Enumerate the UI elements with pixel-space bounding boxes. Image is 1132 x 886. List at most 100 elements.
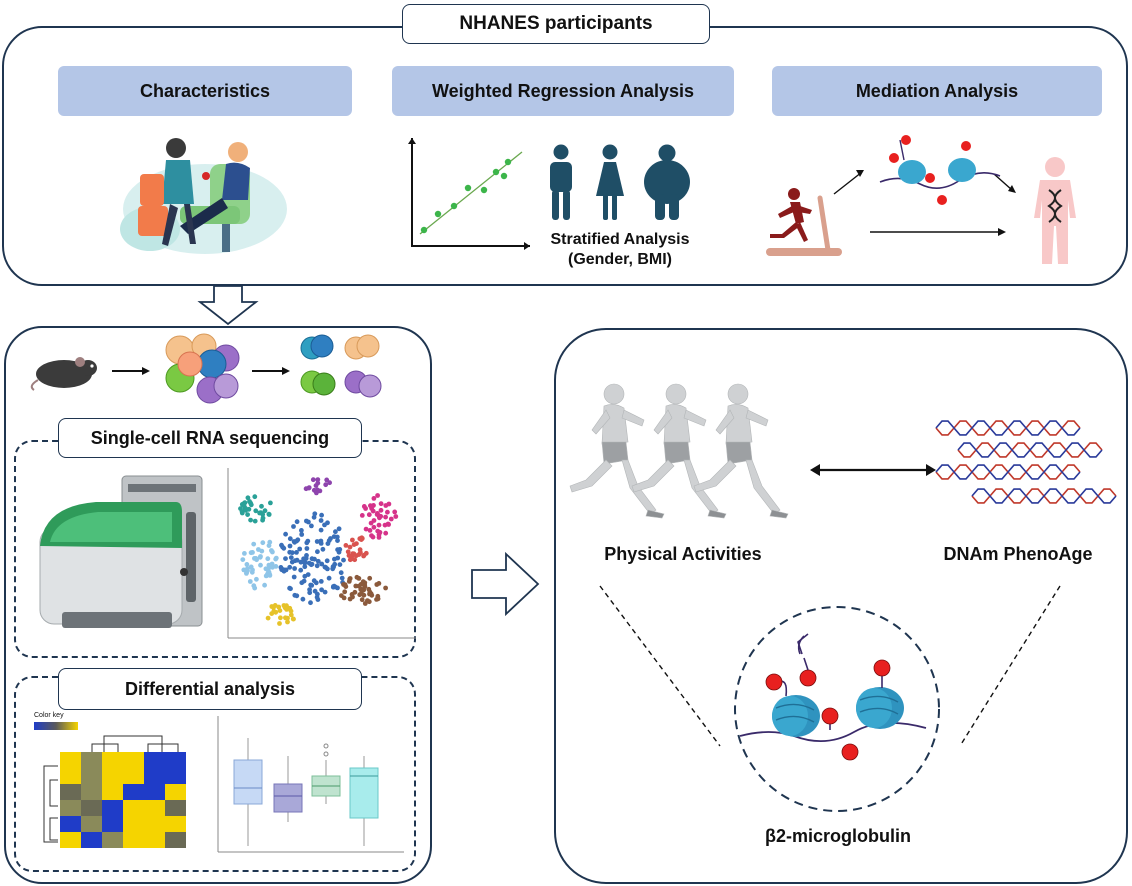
- tsne-dot: [265, 556, 271, 562]
- characteristics-pill: Characteristics: [58, 66, 352, 116]
- tsne-dot: [277, 621, 282, 626]
- tsne-dot: [319, 561, 325, 567]
- heatmap-cell: [165, 816, 186, 832]
- tsne-dot: [283, 531, 288, 537]
- tsne-dot: [251, 583, 257, 589]
- tsne-dot: [376, 513, 382, 519]
- tsne-dot: [263, 566, 269, 572]
- heatmap-cell: [81, 768, 102, 784]
- heatmap-cell: [102, 816, 123, 832]
- tsne-dot: [251, 541, 257, 547]
- runners-illustration: [569, 383, 789, 519]
- tsne-dot: [361, 504, 367, 509]
- tsne-dot: [262, 508, 268, 514]
- tsne-dot: [326, 575, 332, 581]
- scrna-title-box: Single-cell RNA sequencing: [58, 418, 362, 458]
- mixed-cells-cluster: [165, 333, 240, 404]
- tsne-dot: [248, 550, 254, 556]
- tsne-dot: [366, 586, 372, 592]
- b2m-label: β2-microglobulin: [765, 826, 911, 846]
- tsne-dot: [335, 555, 341, 561]
- tsne-dot: [331, 534, 337, 539]
- regression-label: Weighted Regression Analysis: [431, 80, 695, 101]
- tsne-dot: [308, 600, 313, 606]
- tsne-dot: [245, 512, 250, 517]
- tsne-dot: [287, 549, 293, 555]
- tsne-dot: [259, 503, 264, 509]
- tsne-dot: [297, 546, 303, 552]
- tsne-dot: [276, 604, 282, 610]
- tsne-dot: [273, 556, 279, 562]
- tsne-dot: [324, 558, 330, 564]
- tsne-dot: [307, 590, 313, 596]
- treadmill-runner-icon: [766, 188, 842, 256]
- tsne-dot: [371, 496, 377, 501]
- regression-scatter-plot: [408, 138, 530, 250]
- color-key-bar: [34, 722, 78, 730]
- tsne-dot: [337, 547, 343, 552]
- tsne-dot: [341, 557, 346, 563]
- tsne-dot: [315, 558, 321, 564]
- tsne-dot: [257, 510, 262, 516]
- tsne-dot: [350, 537, 355, 543]
- tsne-dot: [294, 519, 300, 525]
- heatmap-cell: [144, 752, 165, 768]
- tsne-dot: [359, 536, 365, 541]
- tsne-dot: [288, 586, 293, 592]
- heatmap-cell: [81, 752, 102, 768]
- sorted-cells-groups: [300, 334, 382, 398]
- tsne-dot: [306, 560, 312, 566]
- tsne-dot: [268, 500, 273, 506]
- tsne-dot: [370, 508, 376, 514]
- tsne-dot: [256, 547, 261, 552]
- tsne-dot: [300, 596, 306, 602]
- tsne-dot: [375, 528, 381, 534]
- tsne-dot: [242, 551, 247, 556]
- tsne-dot: [359, 597, 365, 603]
- tsne-dot: [278, 565, 284, 570]
- tsne-dot: [351, 542, 357, 547]
- tsne-dot: [312, 588, 318, 594]
- boxplot-chart: [217, 716, 404, 853]
- right-flow-arrow: [471, 551, 540, 617]
- tsne-dot: [270, 549, 275, 555]
- tsne-dot: [305, 538, 311, 544]
- tsne-dot: [338, 570, 344, 576]
- converging-dashed-lines: [599, 585, 1061, 747]
- heatmap-grid: [60, 752, 186, 848]
- tsne-dot: [258, 554, 263, 559]
- tsne-dot: [298, 567, 304, 573]
- tsne-dot: [378, 501, 384, 507]
- tsne-dot: [383, 585, 388, 591]
- tsne-dot: [292, 566, 297, 571]
- dna-strand: [957, 442, 1103, 458]
- tsne-dot: [322, 564, 328, 570]
- regression-pill: Weighted Regression Analysis: [392, 66, 734, 116]
- male-person-icon: [550, 144, 572, 220]
- tsne-dot: [349, 556, 355, 562]
- tsne-dot: [281, 568, 287, 574]
- tsne-dot: [357, 592, 363, 598]
- tsne-dot: [343, 543, 349, 548]
- tsne-dot: [350, 594, 355, 600]
- overweight-person-icon: [644, 144, 690, 220]
- tsne-dot: [266, 543, 272, 548]
- heatmap-cell: [165, 768, 186, 784]
- tsne-dot: [295, 537, 301, 543]
- tsne-dot: [366, 512, 372, 518]
- tsne-dot: [339, 575, 345, 581]
- tsne-dot: [242, 500, 248, 506]
- tsne-dot: [382, 522, 388, 528]
- tsne-dot: [287, 543, 293, 549]
- tsne-dot: [244, 571, 249, 576]
- heatmap-cell: [102, 800, 123, 816]
- tsne-dot: [291, 574, 297, 580]
- tsne-dot: [331, 584, 336, 589]
- heatmap-cell: [123, 816, 144, 832]
- diff-title-box: Differential analysis: [58, 668, 362, 710]
- tsne-dot: [320, 546, 326, 552]
- tsne-dot: [361, 552, 367, 558]
- tsne-dot: [346, 553, 352, 558]
- tsne-dot: [385, 509, 390, 515]
- tsne-dot: [285, 619, 290, 625]
